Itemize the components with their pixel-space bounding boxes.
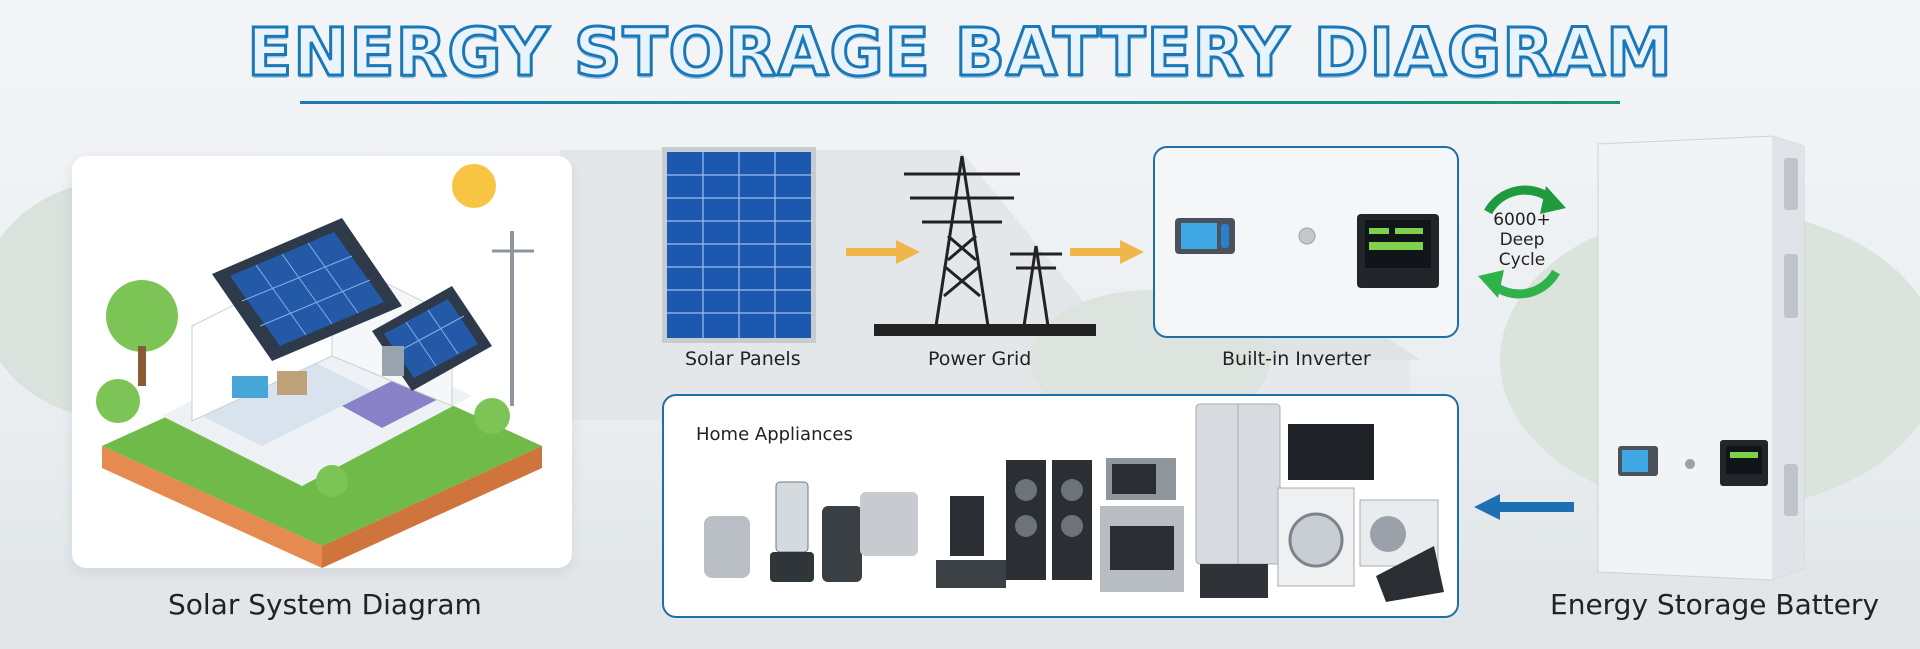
power-grid-tower-icon (874, 155, 1096, 336)
page-title: ENERGY STORAGE BATTERY DIAGRAM (246, 13, 1674, 93)
energy-storage-battery-image (1597, 135, 1805, 581)
cycle-badge-line1: 6000+ (1493, 210, 1551, 230)
home-appliances-panel: Home Appliances (662, 394, 1459, 618)
arrow-right-icon (1070, 240, 1144, 264)
home-appliances-label: Home Appliances (696, 424, 853, 445)
inverter-face-image (1175, 214, 1439, 288)
solar-system-card (72, 156, 572, 568)
power-grid-label: Power Grid (928, 348, 1032, 370)
appliances-image (704, 403, 1444, 602)
cycle-badge-line3: Cycle (1498, 250, 1546, 270)
title-underline (300, 101, 1620, 104)
battery-caption: Energy Storage Battery (1550, 588, 1880, 621)
solar-house-illustration (96, 164, 542, 568)
solar-panels-label: Solar Panels (685, 348, 801, 370)
solar-system-caption: Solar System Diagram (168, 588, 482, 621)
inverter-label: Built-in Inverter (1222, 348, 1371, 370)
built-in-inverter-panel (1153, 146, 1459, 338)
solar-panel-image (662, 147, 816, 343)
cycle-arrows-icon (1478, 185, 1566, 299)
cycle-badge-line2: Deep (1499, 230, 1545, 250)
arrow-right-icon (846, 240, 920, 264)
arrow-left-icon (1474, 494, 1574, 520)
